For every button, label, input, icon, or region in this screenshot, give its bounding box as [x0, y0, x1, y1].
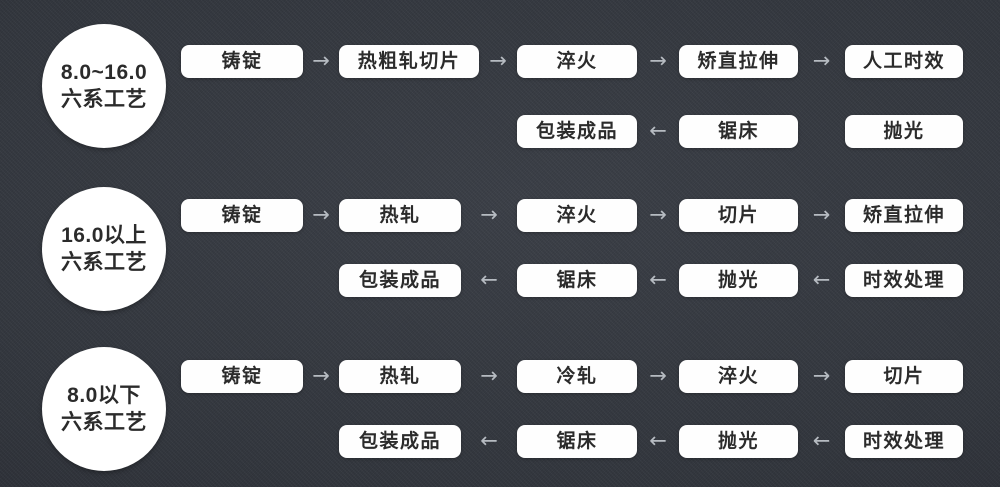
flow-step-box: 矫直拉伸 — [679, 45, 798, 78]
flow-step-box: 切片 — [845, 360, 963, 393]
circle-label-line1: 8.0以下 — [67, 384, 141, 407]
circle-label-line2: 六系工艺 — [61, 251, 147, 274]
flow-step-box: 淬火 — [517, 199, 637, 232]
flow-step-box: 抛光 — [679, 264, 798, 297]
flow-step-box: 抛光 — [679, 425, 798, 458]
flow-step-box: 人工时效 — [845, 45, 963, 78]
process-category-circle: 8.0~16.0 六系工艺 — [42, 24, 166, 148]
circle-label-line1: 8.0~16.0 — [60, 61, 148, 84]
arrow-left-icon: ← — [649, 428, 667, 453]
circle-label-line2: 六系工艺 — [61, 411, 147, 434]
circle-label-line1: 16.0以上 — [61, 224, 147, 247]
flow-step-box: 包装成品 — [339, 264, 461, 297]
arrow-left-icon: ← — [812, 428, 831, 453]
flow-step-box: 锯床 — [679, 115, 798, 148]
arrow-left-icon: ← — [649, 267, 667, 292]
arrow-left-icon: ← — [649, 118, 667, 143]
flow-step-box: 时效处理 — [845, 264, 963, 297]
arrow-right-icon: → — [812, 202, 831, 227]
flow-step-box: 热轧 — [339, 199, 461, 232]
flow-step-box: 包装成品 — [517, 115, 637, 148]
flow-step-box: 切片 — [679, 199, 798, 232]
arrow-right-icon: → — [480, 202, 498, 227]
flow-step-box: 铸锭 — [181, 199, 303, 232]
flow-step-box: 淬火 — [517, 45, 637, 78]
arrow-right-icon: → — [649, 202, 667, 227]
flow-step-box: 冷轧 — [517, 360, 637, 393]
arrow-right-icon: → — [312, 48, 330, 73]
flow-step-box: 矫直拉伸 — [845, 199, 963, 232]
arrow-right-icon: → — [312, 202, 330, 227]
flow-step-box: 淬火 — [679, 360, 798, 393]
arrow-left-icon: ← — [480, 428, 498, 453]
flow-step-box: 抛光 — [845, 115, 963, 148]
arrow-right-icon: → — [649, 363, 667, 388]
flow-step-box: 热粗轧切片 — [339, 45, 479, 78]
arrow-right-icon: → — [649, 48, 667, 73]
process-category-circle: 16.0以上六系工艺 — [42, 187, 166, 311]
arrow-left-icon: ← — [480, 267, 498, 292]
arrow-right-icon: → — [489, 48, 507, 73]
arrow-right-icon: → — [312, 363, 330, 388]
process-category-circle: 8.0以下六系工艺 — [42, 347, 166, 471]
flow-step-box: 时效处理 — [845, 425, 963, 458]
flow-step-box: 铸锭 — [181, 45, 303, 78]
arrow-right-icon: → — [812, 48, 831, 73]
circle-label-line2: 六系工艺 — [61, 88, 147, 111]
flow-step-box: 锯床 — [517, 264, 637, 297]
flow-step-box: 热轧 — [339, 360, 461, 393]
flow-step-box: 锯床 — [517, 425, 637, 458]
flow-step-box: 铸锭 — [181, 360, 303, 393]
arrow-right-icon: → — [812, 363, 831, 388]
arrow-left-icon: ← — [812, 267, 831, 292]
flow-step-box: 包装成品 — [339, 425, 461, 458]
arrow-right-icon: → — [480, 363, 498, 388]
